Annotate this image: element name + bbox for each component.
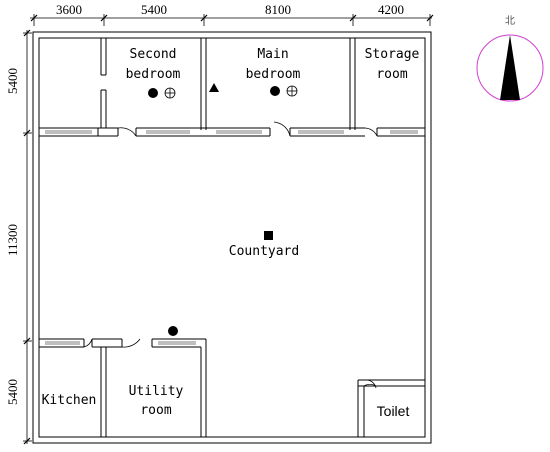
dimension-left-2: 11300 [5, 224, 20, 256]
crosshair-circle-marker-icon [286, 85, 298, 97]
main-bedroom-label-line1: Main [257, 47, 288, 62]
square-marker-icon [264, 231, 273, 240]
top-rooms-front-wall [39, 121, 425, 137]
north-arrow-icon [476, 34, 544, 102]
utility-room-label-line2: room [140, 403, 171, 418]
second-bedroom-label-line2: bedroom [126, 67, 181, 82]
dimension-top-3: 8100 [265, 2, 291, 17]
top-dimension-line [30, 14, 434, 26]
dimension-top-1: 3600 [56, 2, 82, 17]
compass-label: 北 [505, 15, 515, 27]
toilet-label: Toilet [377, 403, 410, 419]
storage-room-label-line1: Storage [365, 47, 420, 62]
toilet-walls [357, 379, 425, 437]
filled-circle-marker-icon [148, 88, 158, 98]
dimension-left-1: 5400 [5, 68, 20, 94]
filled-circle-marker-icon [168, 326, 178, 336]
interior-walls-top [100, 38, 356, 130]
filled-circle-marker-icon [270, 86, 280, 96]
dimension-top-4: 4200 [378, 2, 404, 17]
exterior-wall [32, 31, 432, 444]
second-bedroom-label-line1: Second [130, 47, 177, 62]
main-bedroom-label-line2: bedroom [246, 67, 301, 82]
utility-room-label-line1: Utility [129, 384, 184, 399]
crosshair-circle-marker-icon [164, 87, 176, 99]
dimension-top-2: 5400 [141, 2, 167, 17]
kitchen-label: Kitchen [42, 393, 97, 408]
courtyard-label: Countyard [229, 244, 299, 259]
dimension-left-3: 5400 [5, 379, 20, 405]
bottom-rooms-walls [39, 338, 207, 437]
left-dimension-line [23, 29, 32, 445]
storage-room-label-line2: room [376, 67, 407, 82]
triangle-marker-icon [209, 83, 219, 92]
